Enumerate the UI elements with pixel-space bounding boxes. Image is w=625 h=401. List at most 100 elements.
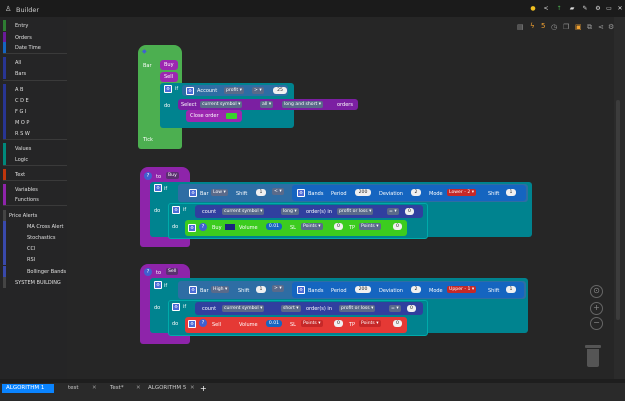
count-symbol-dropdown[interactable]: current symbol	[222, 305, 265, 312]
tab-close-icon[interactable]: ✕	[92, 385, 97, 391]
buy-order-block[interactable]	[185, 220, 407, 236]
duplicate-icon[interactable]: ⧉	[587, 23, 592, 31]
upload-icon[interactable]: ↑	[556, 5, 562, 12]
close-order-toggle[interactable]	[226, 113, 237, 119]
sidebar-item-functions[interactable]: Functions	[3, 194, 67, 205]
tp-mode-dropdown[interactable]: Points	[359, 223, 381, 230]
sidebar-item-a-b[interactable]: A B	[3, 84, 67, 95]
edit-icon[interactable]: ✎	[582, 5, 588, 12]
sidebar-item-values[interactable]: Values	[3, 143, 67, 154]
sidebar-item-variables[interactable]: Variables	[3, 184, 67, 195]
count-symbol-dropdown[interactable]: current symbol	[222, 208, 265, 215]
orders-scope-dropdown[interactable]: all	[260, 101, 274, 108]
inner-if-settings-icon[interactable]: ⚙	[172, 206, 180, 214]
buy-chip[interactable]	[160, 60, 178, 70]
zoom-out-button[interactable]: −	[590, 317, 603, 330]
buy-order-help-icon[interactable]: ?	[199, 223, 207, 231]
sidebar-item-c-d-e[interactable]: C D E	[3, 95, 67, 106]
buy-order-settings-icon[interactable]: ⚙	[188, 224, 196, 232]
sidebar-item-rsi[interactable]: RSI	[3, 254, 67, 265]
tab-close-icon[interactable]: ✕	[136, 385, 141, 391]
operator-dropdown[interactable]: >	[252, 87, 264, 94]
profit-loss-dropdown[interactable]: profit or loss	[339, 305, 376, 312]
sidebar-item-f-g-i[interactable]: F G I	[3, 106, 67, 117]
help-icon[interactable]: ◆	[142, 48, 147, 55]
shift2-field[interactable]: 1	[506, 189, 516, 196]
sidebar-item-entry[interactable]: Entry	[3, 20, 67, 31]
equals-dropdown[interactable]: =	[387, 208, 399, 215]
sidebar-item-ma-cross-alert[interactable]: MA Cross Alert	[3, 221, 67, 232]
lightning-icon[interactable]: ϟ	[530, 22, 535, 30]
sell-if-settings-icon[interactable]: ⚙	[154, 281, 162, 289]
profit-loss-dropdown[interactable]: profit or loss	[337, 208, 374, 215]
shift2-field[interactable]: 1	[506, 286, 516, 293]
period-field[interactable]: 200	[355, 189, 371, 196]
sidebar-item-date-time[interactable]: Date Time	[3, 42, 67, 53]
shift-field[interactable]: 1	[256, 286, 266, 293]
shift-field[interactable]: 1	[256, 189, 266, 196]
sidebar-item-logic[interactable]: Logic	[3, 154, 67, 165]
price-dropdown[interactable]: High	[211, 286, 230, 293]
settings-icon[interactable]: ⚙	[595, 5, 601, 12]
buy-if-settings-icon[interactable]: ⚙	[154, 184, 162, 192]
sidebar-item-bollinger-bands[interactable]: Bollinger Bands	[3, 266, 67, 277]
count-direction-dropdown[interactable]: long	[281, 208, 299, 215]
sidebar-item-price-alerts[interactable]: ▾ Price Alerts	[3, 210, 67, 221]
buy-help-icon[interactable]: ?	[144, 172, 152, 180]
add-tab-button[interactable]: +	[200, 384, 207, 393]
tools-icon[interactable]: ⚙	[608, 23, 615, 31]
tp-mode-dropdown[interactable]: Points	[359, 320, 381, 327]
bands-settings-icon[interactable]: ⚙	[297, 286, 305, 294]
sl-mode-dropdown[interactable]: Points	[301, 320, 323, 327]
mode-dropdown[interactable]: Lower - 2	[447, 189, 477, 196]
paste-icon[interactable]: ▣	[575, 23, 582, 31]
tab-algorithm-5[interactable]: ALGORITHM 5	[148, 385, 187, 391]
sl-mode-dropdown[interactable]: Points	[301, 223, 323, 230]
bands-settings-icon[interactable]: ⚙	[297, 189, 305, 197]
maximize-icon[interactable]: ▭	[606, 5, 612, 12]
center-view-button[interactable]: ⊙	[590, 285, 603, 298]
count-direction-dropdown[interactable]: short	[281, 305, 301, 312]
sidebar-item-system-building[interactable]: SYSTEM BUILDING	[3, 277, 67, 288]
zoom-in-button[interactable]: +	[590, 302, 603, 315]
deviation-field[interactable]: 2	[411, 189, 421, 196]
tab-test[interactable]: test	[68, 385, 79, 391]
close-icon[interactable]: ✕	[617, 5, 623, 12]
profit-value-field[interactable]: 25	[273, 87, 287, 94]
tp-field[interactable]: 0	[393, 320, 402, 327]
sidebar-item-bars[interactable]: Bars	[3, 68, 67, 79]
inner-if-settings-icon[interactable]: ⚙	[172, 303, 180, 311]
buy-color-swatch[interactable]	[225, 224, 235, 230]
warning-icon[interactable]: ●	[530, 5, 536, 12]
scrollbar-thumb[interactable]	[616, 100, 620, 320]
sell-order-block[interactable]	[185, 317, 407, 333]
condition-settings-icon[interactable]: ⚙	[186, 87, 194, 95]
share-canvas-icon[interactable]: ⋖	[598, 23, 604, 31]
volume-field[interactable]: 0.01	[266, 223, 282, 230]
symbol-dropdown[interactable]: current symbol	[200, 101, 243, 108]
if-settings-icon[interactable]: ⚙	[164, 85, 172, 93]
tp-field[interactable]: 0	[393, 223, 402, 230]
document-icon[interactable]: ▤	[517, 23, 524, 31]
sell-order-help-icon[interactable]: ?	[199, 319, 207, 327]
sell-help-icon[interactable]: ?	[144, 268, 152, 276]
sidebar-item-cci[interactable]: CCI	[3, 243, 67, 254]
tab-close-icon[interactable]: ✕	[190, 385, 195, 391]
period-field[interactable]: 200	[355, 286, 371, 293]
mode-dropdown[interactable]: Upper - 1	[447, 286, 477, 293]
sidebar-item-stochastics[interactable]: Stochastics	[3, 232, 67, 243]
copy-icon[interactable]: ❐	[563, 23, 570, 31]
direction-dropdown[interactable]: long and short	[282, 101, 324, 108]
sidebar-item-all[interactable]: All	[3, 57, 67, 68]
sl-field[interactable]: 0	[334, 320, 343, 327]
folder-icon[interactable]: ▰	[569, 5, 575, 12]
sell-chip[interactable]	[160, 72, 178, 82]
profit-dropdown[interactable]: profit	[224, 87, 244, 94]
bar-settings-icon[interactable]: ⚙	[189, 189, 197, 197]
sl-field[interactable]: 0	[334, 223, 343, 230]
tab-algorithm-1[interactable]	[2, 384, 54, 393]
sidebar-item-text[interactable]: Text	[3, 169, 67, 180]
history-icon[interactable]: ◷	[551, 23, 558, 31]
tab-test-star[interactable]: Test*	[110, 385, 124, 391]
price-dropdown[interactable]: Low	[211, 189, 228, 196]
